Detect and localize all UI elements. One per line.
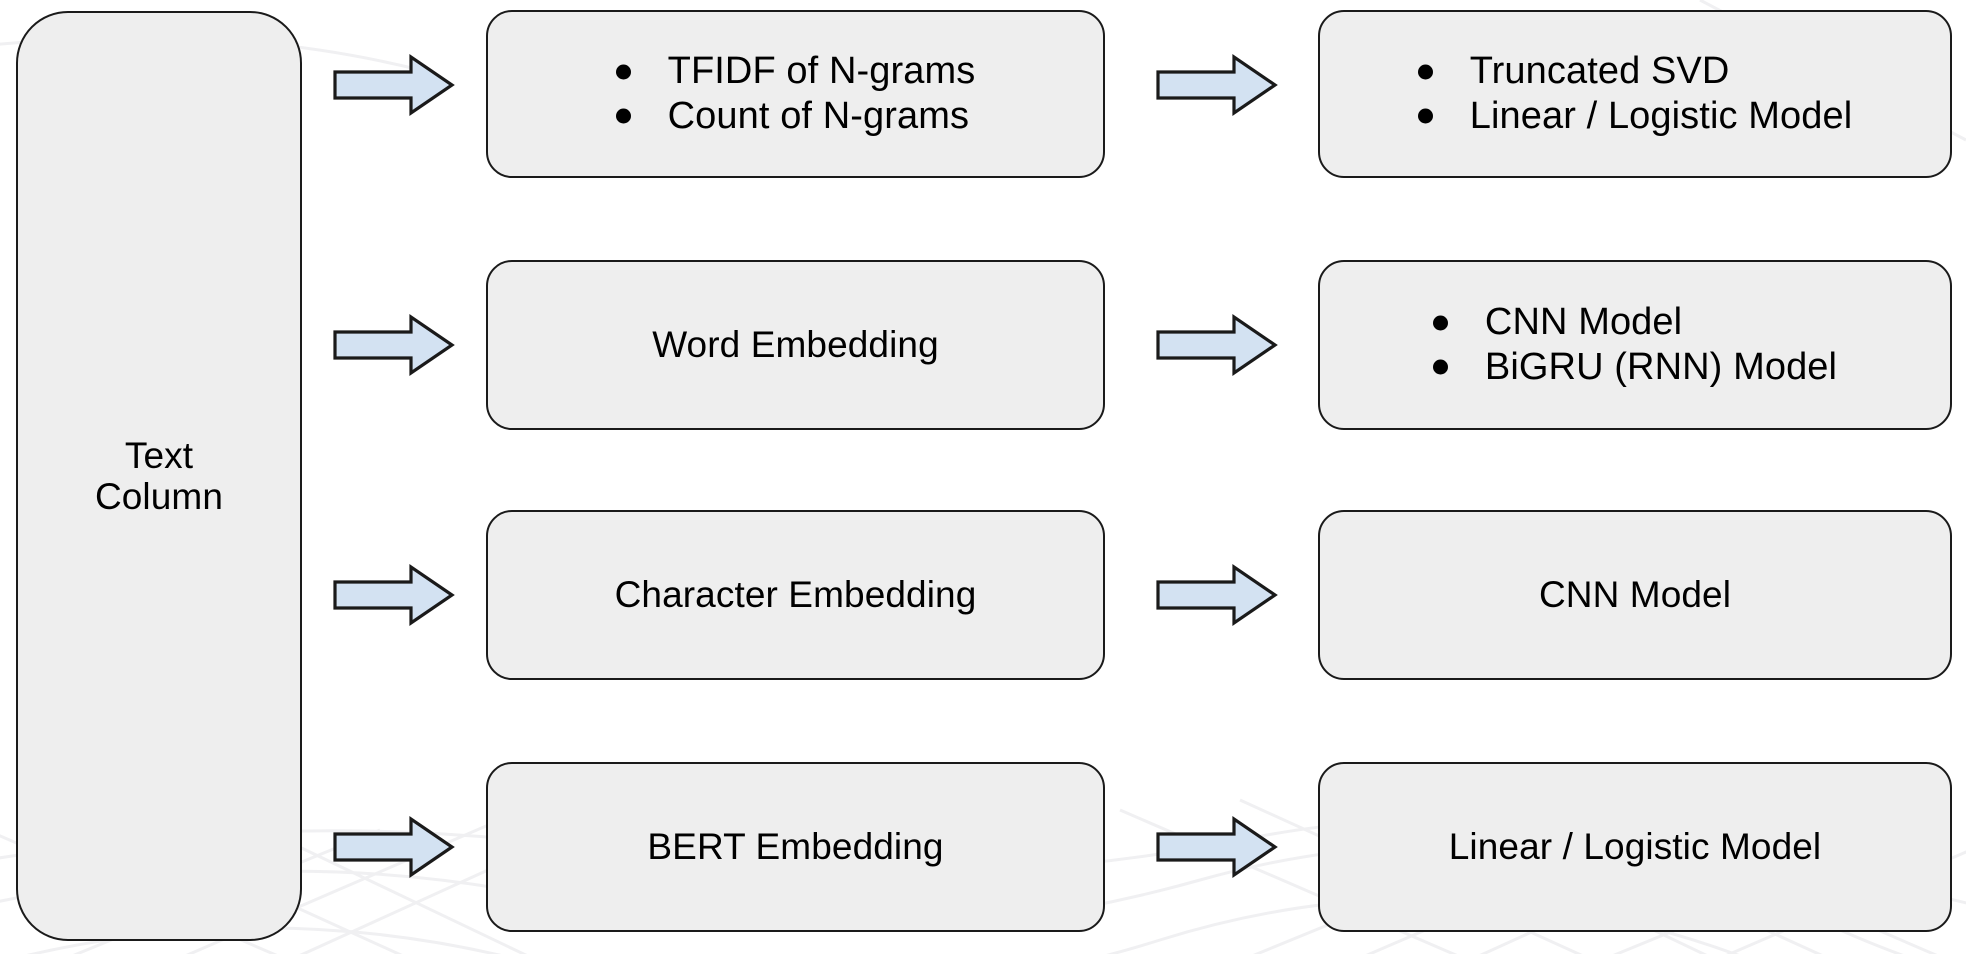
arrow-ngrams-to-models [1156,53,1278,117]
bert-embedding-box[interactable]: BERT Embedding [486,762,1105,932]
word-embedding-label: Word Embedding [652,324,939,366]
text-column-source-box[interactable]: Text Column [16,11,302,941]
list-item-label: Count of N-grams [667,95,970,137]
linear-logistic-model-box[interactable]: Linear / Logistic Model [1318,762,1952,932]
list-item-label: BiGRU (RNN) Model [1484,346,1838,388]
cnn-model-label: CNN Model [1538,574,1732,616]
list-item: Truncated SVD [1417,49,1853,94]
bullet-icon [615,64,631,80]
arrow-bert-embedding-to-model [1156,815,1278,879]
list-item-label: CNN Model [1484,301,1683,344]
character-embedding-label: Character Embedding [614,574,977,616]
list-item-label: Truncated SVD [1469,50,1730,93]
arrow-text-to-ngrams [333,53,455,117]
ngram-features-list: TFIDF of N-grams Count of N-grams [615,49,976,139]
bullet-icon [615,108,631,124]
text-column-label: Text Column [94,434,224,517]
cnn-bigru-models-list: CNN Model BiGRU (RNN) Model [1432,300,1838,390]
bullet-icon [1417,64,1433,80]
svd-linear-models-list: Truncated SVD Linear / Logistic Model [1417,49,1853,139]
bullet-icon [1417,108,1433,124]
arrow-text-to-bert-embedding [333,815,455,879]
list-item: BiGRU (RNN) Model [1432,345,1838,390]
svd-linear-models-box[interactable]: Truncated SVD Linear / Logistic Model [1318,10,1952,178]
list-item: CNN Model [1432,300,1837,345]
cnn-model-box[interactable]: CNN Model [1318,510,1952,680]
arrow-text-to-word-embedding [333,313,455,377]
ngram-features-box[interactable]: TFIDF of N-grams Count of N-grams [486,10,1105,178]
list-item: Linear / Logistic Model [1417,94,1853,139]
list-item: TFIDF of N-grams [615,49,976,94]
character-embedding-box[interactable]: Character Embedding [486,510,1105,680]
word-embedding-box[interactable]: Word Embedding [486,260,1105,430]
linear-logistic-model-label: Linear / Logistic Model [1448,826,1822,868]
list-item-label: Linear / Logistic Model [1469,95,1853,137]
bullet-icon [1432,315,1448,331]
arrow-word-embedding-to-models [1156,313,1278,377]
arrow-character-embedding-to-model [1156,563,1278,627]
bullet-icon [1432,359,1448,375]
bert-embedding-label: BERT Embedding [647,826,944,868]
arrow-text-to-character-embedding [333,563,455,627]
list-item: Count of N-grams [615,94,976,139]
list-item-label: TFIDF of N-grams [667,50,976,93]
cnn-bigru-models-box[interactable]: CNN Model BiGRU (RNN) Model [1318,260,1952,430]
